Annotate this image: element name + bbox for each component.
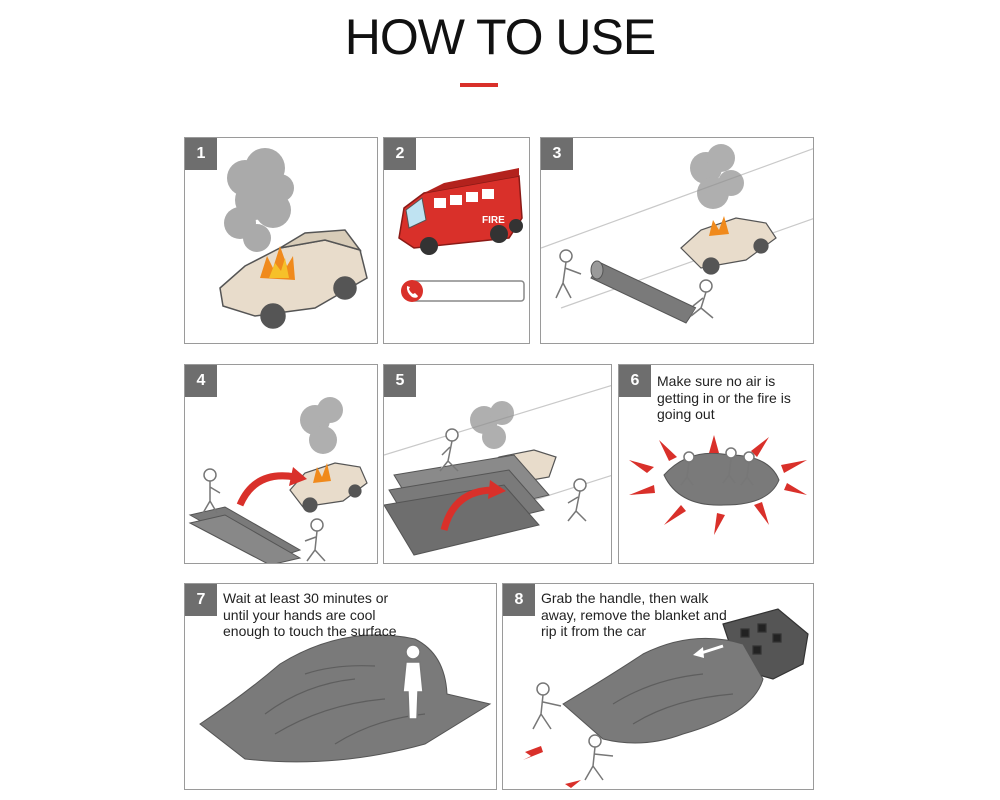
step-5-panel: 5 — [383, 364, 612, 564]
step-7-caption: Wait at least 30 minutes or until your h… — [223, 590, 397, 639]
press-arrows — [629, 435, 807, 535]
spread-blanket-illustration — [188, 397, 368, 563]
person-top — [439, 428, 459, 472]
seal-blanket-illustration — [629, 435, 807, 535]
step-7-panel: 7 Wait at least 30 minutes or until your… — [184, 583, 497, 790]
step-7-number: 7 — [185, 584, 217, 616]
phone-call-bar — [401, 280, 525, 302]
remove-blanket-illustration — [523, 608, 809, 788]
blanket-roll — [590, 260, 697, 324]
step-8-caption: Grab the handle, then walk away, remove … — [541, 590, 727, 639]
people-pressing — [680, 447, 755, 486]
blanket-pulled — [562, 637, 764, 744]
title-underline — [460, 83, 498, 87]
step-4-number: 4 — [185, 365, 217, 397]
step-3-panel: 3 — [540, 137, 814, 344]
layered-blanket — [384, 454, 550, 556]
step-1-panel: 1 — [184, 137, 378, 344]
fire-truck-label: FIRE — [482, 215, 505, 226]
person-right — [690, 279, 714, 319]
pull-direction-arrow-icon — [693, 644, 724, 658]
person-right — [304, 518, 326, 562]
smoke-cloud — [470, 401, 514, 449]
fire-flames — [313, 463, 331, 483]
cover-arrow — [440, 486, 495, 531]
blanket-folds — [612, 673, 734, 725]
step-6-number: 6 — [619, 365, 651, 397]
person-right — [567, 478, 587, 522]
cover-car-illustration — [384, 384, 611, 556]
step-2-number: 2 — [384, 138, 416, 170]
person-left — [555, 249, 582, 299]
person-pulling-left — [532, 682, 562, 730]
step-5-number: 5 — [384, 365, 416, 397]
step-3-number: 3 — [541, 138, 573, 170]
burning-car-illustration — [219, 148, 368, 329]
car — [680, 217, 777, 275]
person-standing — [402, 644, 424, 720]
wait-cool-illustration — [199, 634, 492, 763]
smoke-cloud — [300, 397, 343, 454]
smoke-cloud — [224, 148, 294, 252]
smoke-cloud — [690, 144, 744, 209]
fire-truck-illustration: FIRE — [398, 168, 525, 302]
road-lines — [541, 148, 813, 309]
fire-truck — [398, 168, 523, 255]
person-left — [202, 468, 221, 514]
step-6-panel: 6 Make sure no air is getting in or the … — [618, 364, 814, 564]
step-8-number: 8 — [503, 584, 535, 616]
step-2-panel: 2 FIRE — [383, 137, 530, 344]
step-4-panel: 4 — [184, 364, 378, 564]
person-pulling-bottom — [584, 734, 614, 781]
blanket-folds — [264, 665, 426, 745]
fire-flames — [709, 216, 729, 236]
page-title: HOW TO USE — [344, 9, 656, 65]
car — [289, 462, 368, 513]
phone-icon — [401, 280, 423, 302]
flat-blanket — [188, 506, 302, 563]
step-8-panel: 8 Grab the handle, then walk away, remov… — [502, 583, 814, 790]
step-1-number: 1 — [185, 138, 217, 170]
covered-car — [199, 634, 492, 763]
toss-arrow — [236, 472, 296, 507]
walk-away-arrows — [523, 746, 581, 788]
step-6-caption: Make sure no air is getting in or the fi… — [657, 373, 791, 422]
fire-flames — [260, 246, 295, 280]
blanket-cover — [663, 452, 780, 506]
unroll-blanket-illustration — [541, 144, 813, 324]
